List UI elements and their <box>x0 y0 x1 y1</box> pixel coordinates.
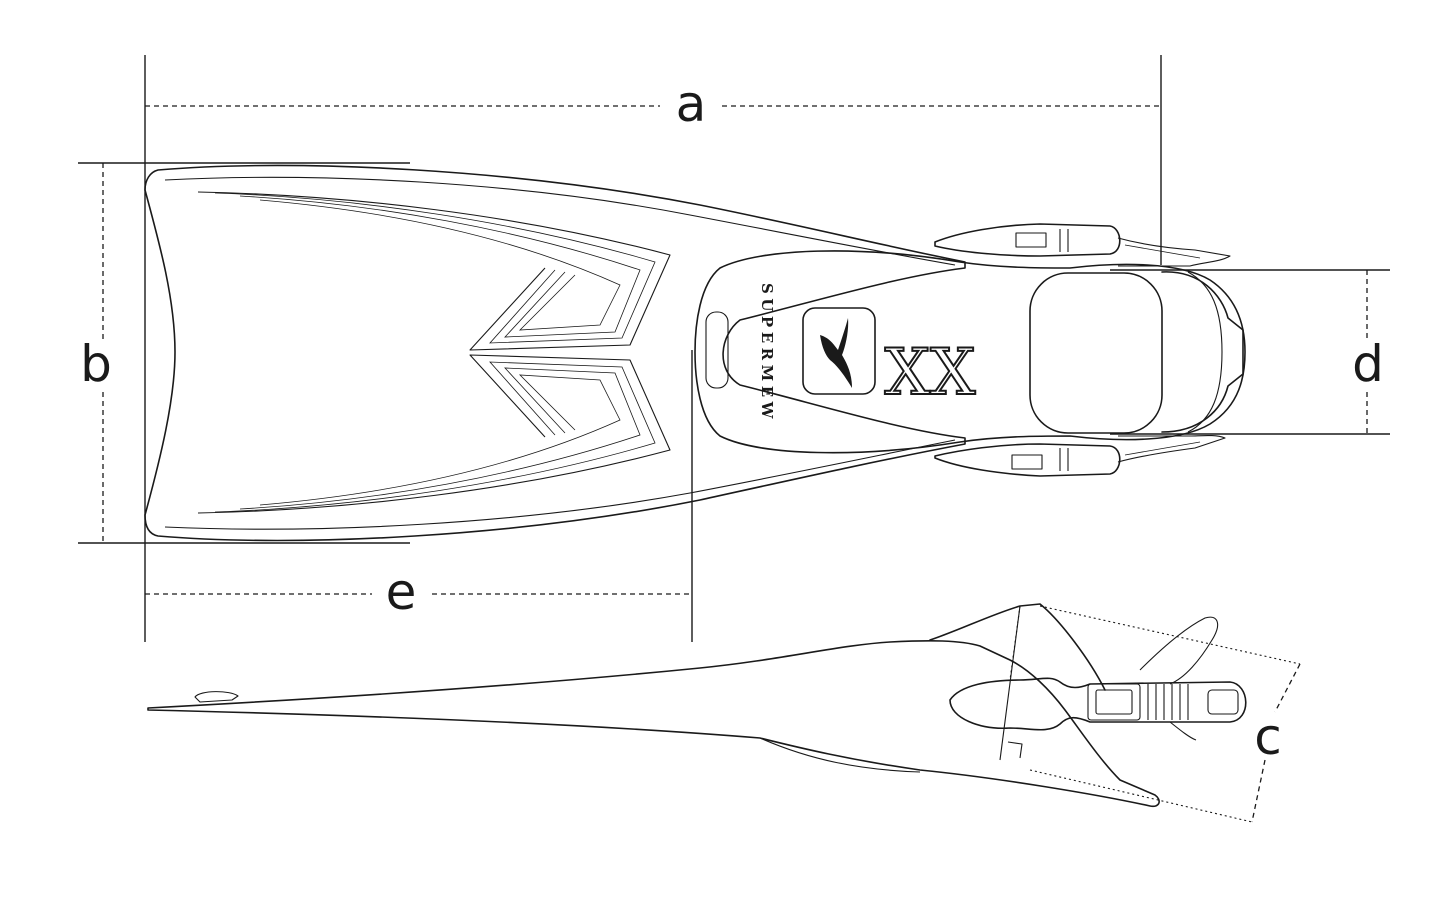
dimension-lines <box>78 55 1390 823</box>
upper-buckle <box>934 223 1231 267</box>
label-e: e <box>386 563 417 621</box>
dim-c-line-top <box>1274 663 1301 713</box>
c-guide-bottom <box>1029 769 1253 823</box>
side-tip-tab <box>194 691 239 703</box>
label-c: c <box>1254 708 1282 766</box>
upper-chevron-lines <box>197 191 671 351</box>
lower-buckle <box>934 434 1226 477</box>
label-a: a <box>676 75 707 133</box>
foot-opening <box>1029 272 1163 434</box>
side-right-angle-mark <box>1007 741 1023 759</box>
lower-chevron-lines <box>197 354 671 514</box>
side-strap-end <box>1207 689 1239 715</box>
side-pocket-edge <box>999 605 1021 761</box>
side-buckle-housing <box>949 677 1247 731</box>
side-blade-outline <box>147 640 1160 808</box>
foot-pocket-body <box>694 250 1246 454</box>
dim-c-line-bottom <box>1251 759 1266 823</box>
lower-rail-inner <box>164 439 956 530</box>
side-pocket-top <box>929 603 1106 691</box>
upper-rail-inner <box>164 176 956 266</box>
vent-slot <box>705 311 729 389</box>
heel-strap <box>1161 271 1244 433</box>
fin-top-view: SUPERMEW XX <box>144 164 1246 542</box>
blade-outline <box>144 164 966 542</box>
fin-side-view <box>147 603 1301 823</box>
side-underside-line <box>759 737 921 773</box>
label-d: d <box>1352 335 1384 393</box>
brand-text: SUPERMEW <box>758 283 776 423</box>
dimension-labels: a b d e c <box>80 75 1384 766</box>
side-strap-ridges <box>1147 684 1189 720</box>
side-buckle-inner <box>1095 689 1133 715</box>
side-strap-tab-upper <box>1139 616 1219 685</box>
logo-box <box>802 307 876 395</box>
side-strap-tab-lower <box>1169 721 1197 741</box>
side-buckle-window <box>1087 683 1141 721</box>
label-b: b <box>80 335 112 393</box>
c-guide-top <box>1039 605 1301 665</box>
heel-strap-inner <box>1187 271 1223 433</box>
bird-logo-icon <box>820 318 852 388</box>
model-mark: XX <box>884 336 976 410</box>
